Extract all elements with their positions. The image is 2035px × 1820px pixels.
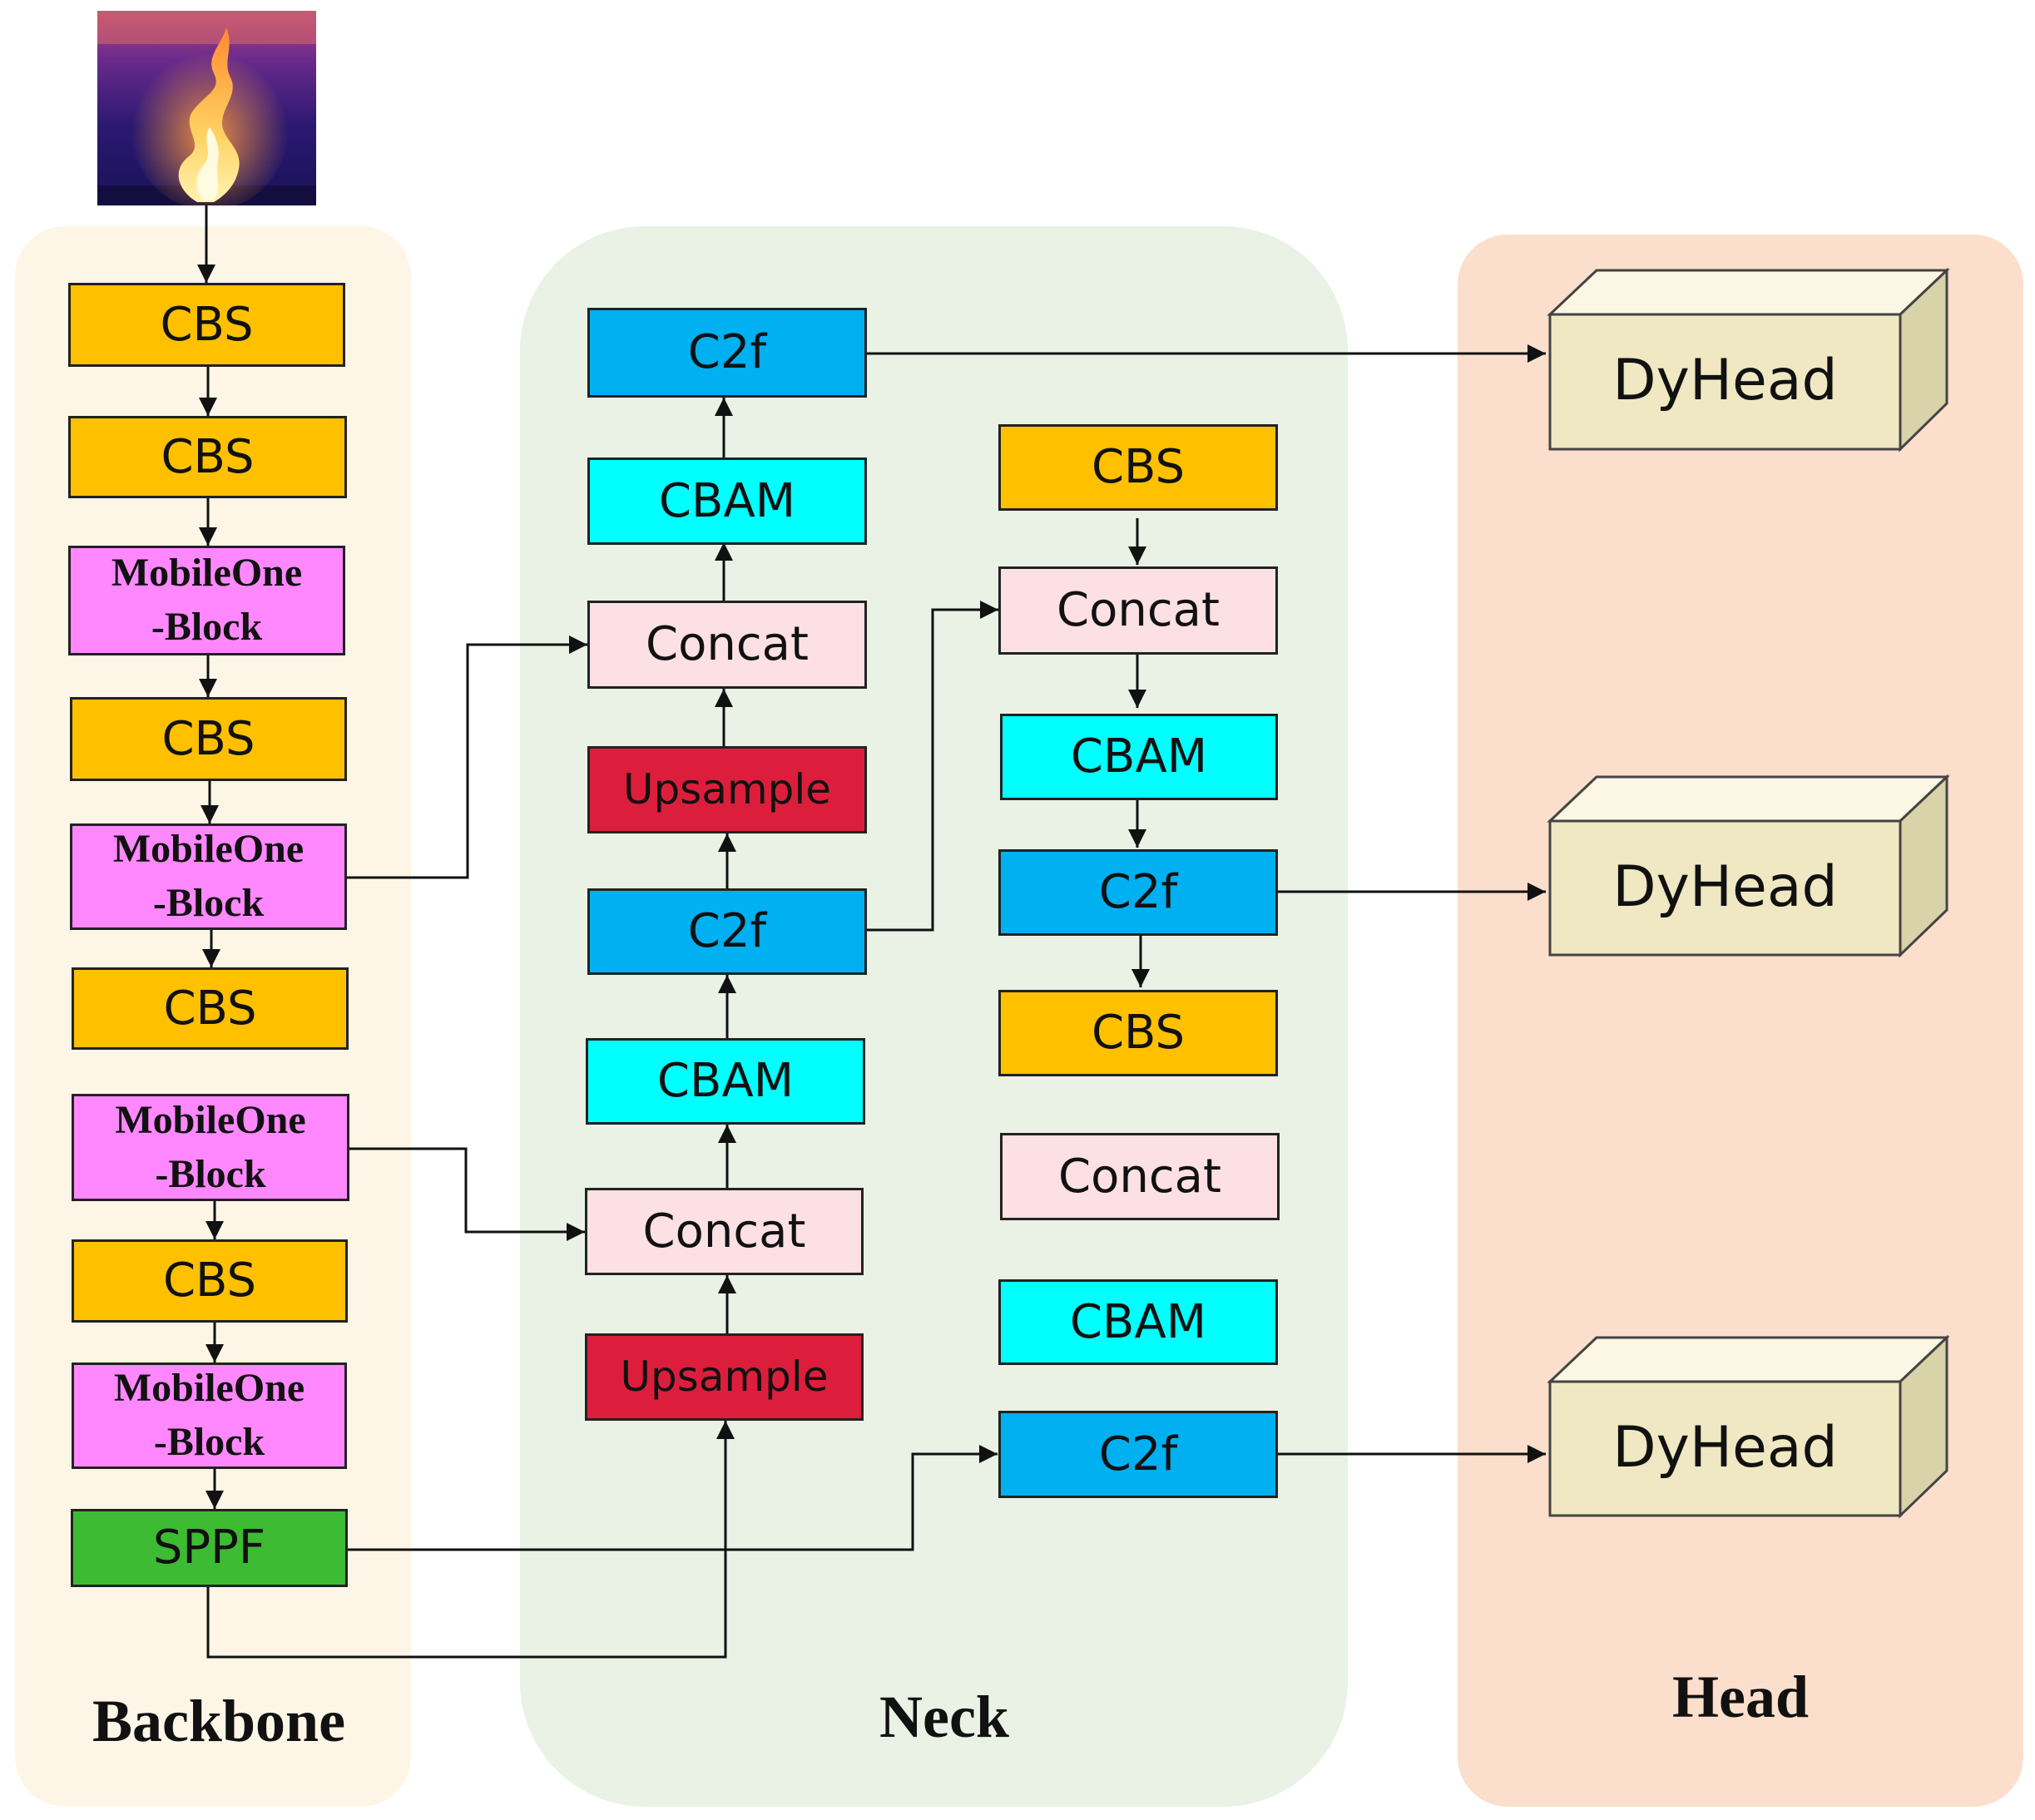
head-panel — [1458, 235, 2023, 1807]
neck-upsample-1: Upsample — [587, 746, 867, 833]
neck-upsample-2: Upsample — [585, 1333, 864, 1421]
backbone-cbs-2: CBS — [68, 416, 347, 498]
backbone-cbs-4: CBS — [72, 967, 349, 1050]
backbone-cbs-5: CBS — [72, 1239, 348, 1323]
neck-cbam-4: CBAM — [998, 1279, 1278, 1365]
dyhead-label-1: DyHead — [1612, 348, 1838, 413]
dyhead-label-3: DyHead — [1612, 1415, 1838, 1481]
neck-c2f-top: C2f — [587, 308, 867, 398]
dyhead-box-3 — [1547, 1334, 1950, 1519]
backbone-cbs-3: CBS — [70, 697, 347, 781]
neck-c2f-bottom: C2f — [998, 1411, 1278, 1498]
neck-cbam-1: CBAM — [587, 457, 867, 545]
neck-concat-3: Concat — [998, 566, 1278, 655]
neck-concat-4: Concat — [1000, 1133, 1280, 1220]
backbone-sppf: SPPF — [71, 1509, 348, 1587]
dyhead-box-1 — [1547, 267, 1950, 453]
neck-cbam-2: CBAM — [586, 1038, 865, 1125]
backbone-mobileone-block-4: MobileOne -Block — [72, 1363, 347, 1469]
neck-cbs-2: CBS — [998, 990, 1278, 1076]
backbone-mobileone-block-2: MobileOne -Block — [70, 823, 347, 930]
backbone-mobileone-block-3: MobileOne -Block — [72, 1094, 349, 1201]
backbone-mobileone-block-1: MobileOne -Block — [68, 546, 345, 655]
neck-title: Neck — [879, 1684, 1009, 1750]
dyhead-label-2: DyHead — [1612, 854, 1838, 920]
head-title: Head — [1671, 1664, 1809, 1730]
backbone-cbs-1: CBS — [68, 283, 345, 367]
neck-concat-1: Concat — [587, 601, 867, 689]
neck-concat-2: Concat — [585, 1188, 864, 1275]
neck-c2f-mid: C2f — [587, 888, 867, 975]
neck-cbam-3: CBAM — [1000, 714, 1278, 800]
dyhead-box-2 — [1547, 774, 1950, 958]
thermal-flame-image-icon — [97, 11, 316, 205]
backbone-title: Backbone — [92, 1688, 346, 1754]
neck-cbs-1: CBS — [998, 424, 1278, 511]
neck-c2f-right-mid: C2f — [998, 849, 1278, 936]
